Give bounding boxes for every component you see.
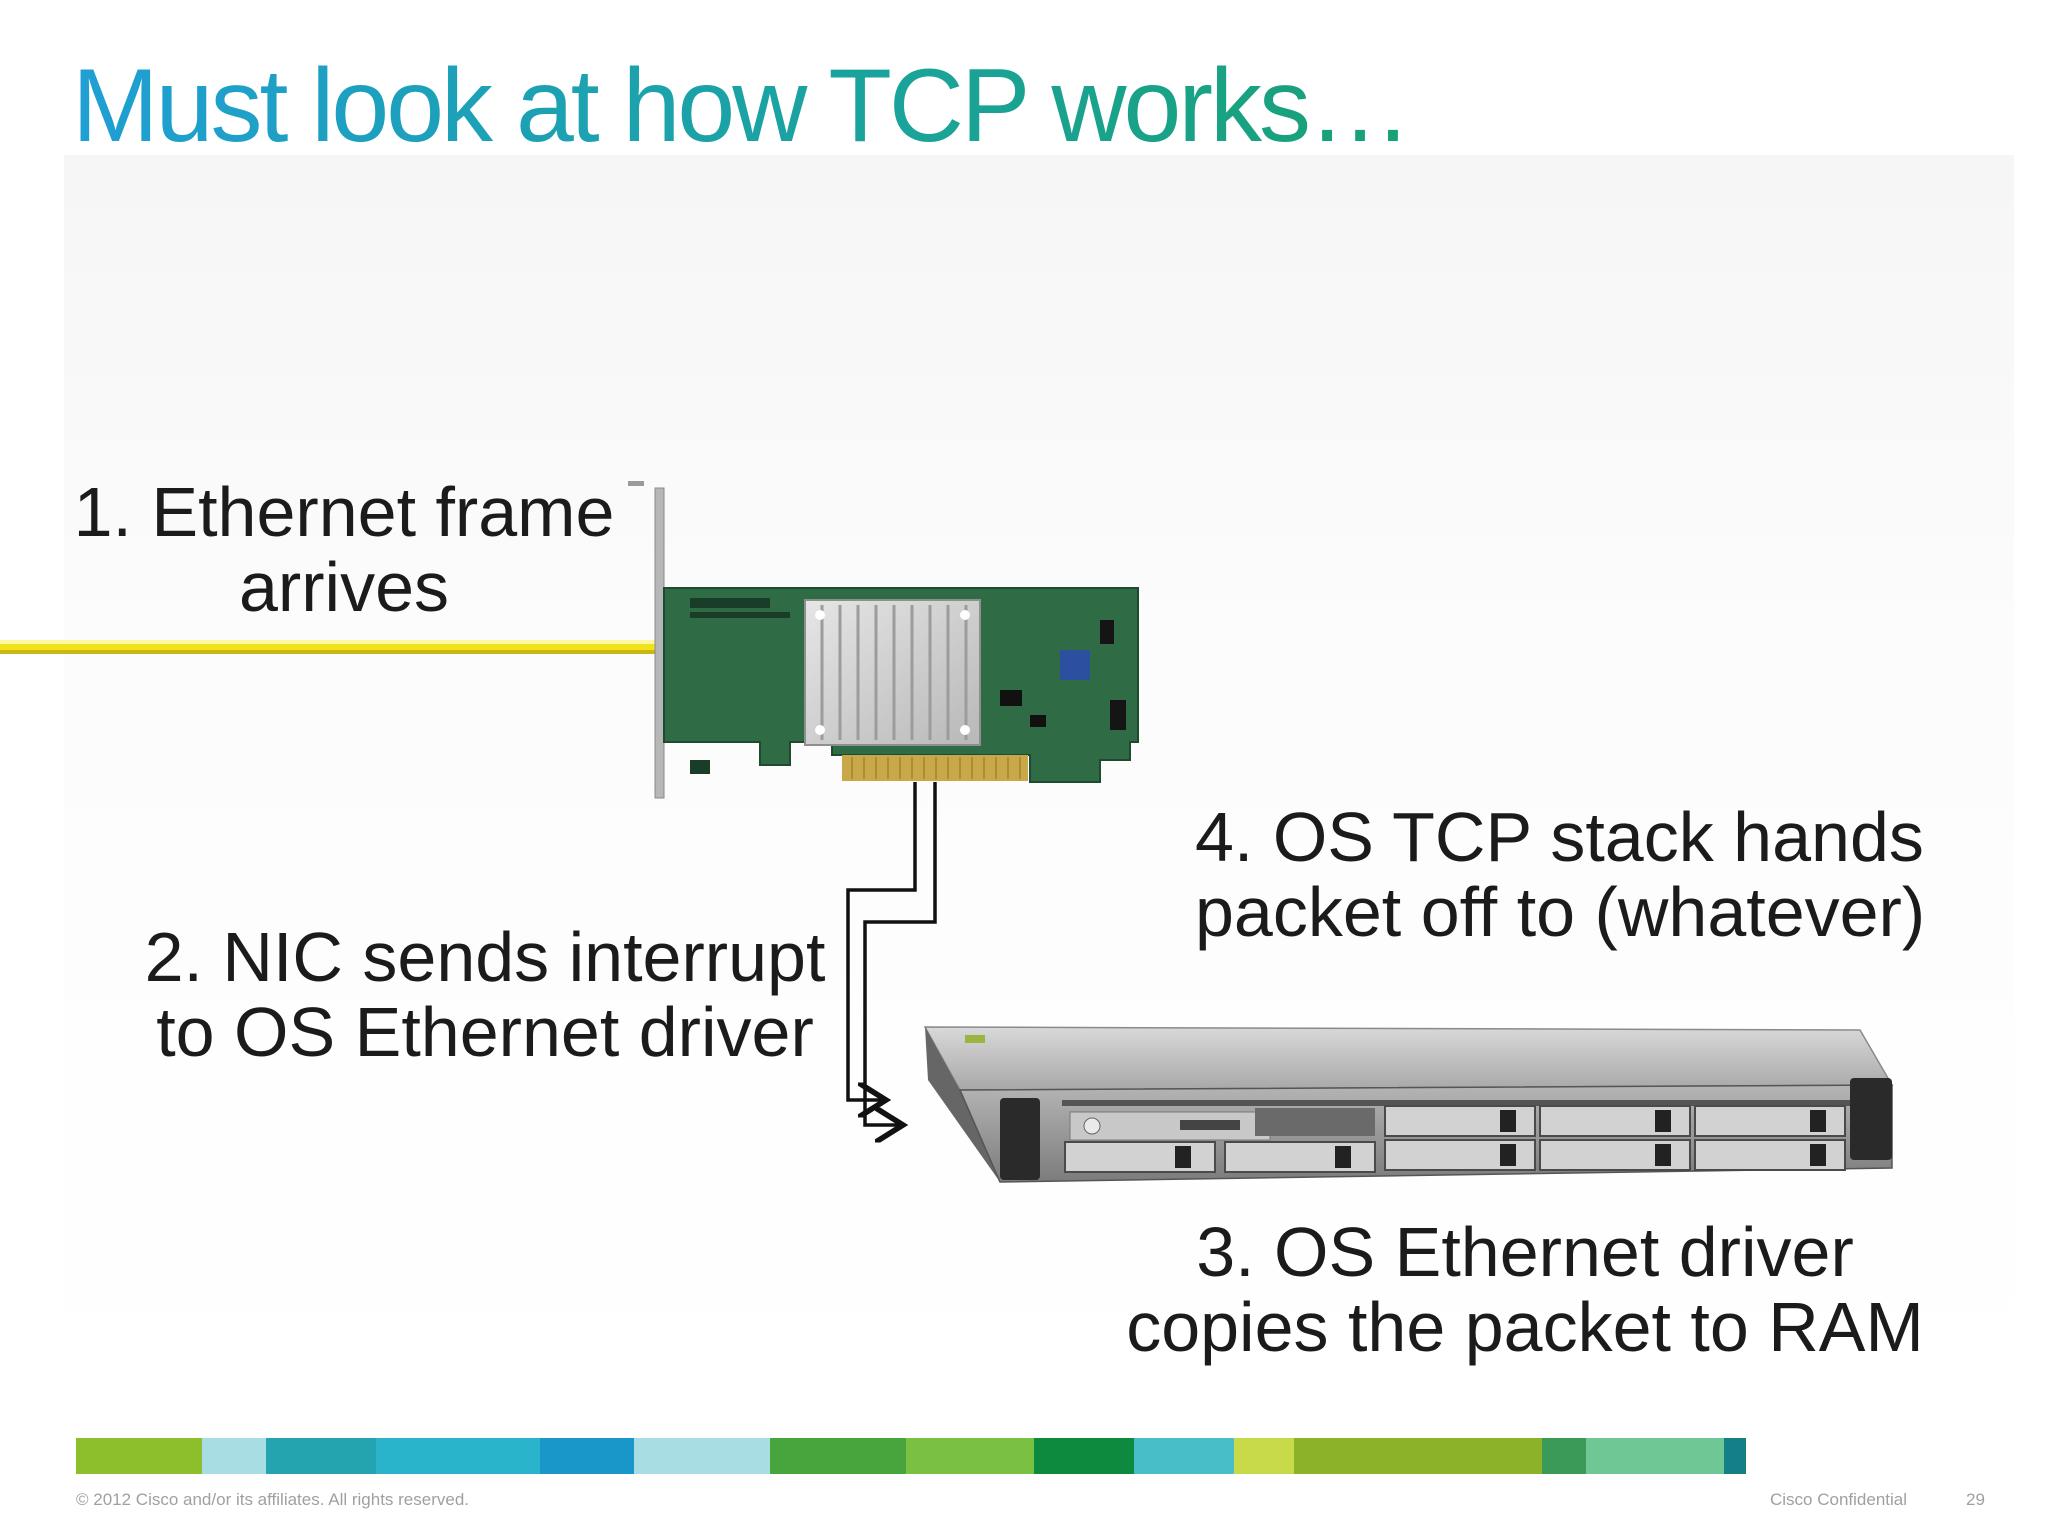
- color-bar-segment: [376, 1438, 540, 1474]
- color-bar-segment: [1134, 1438, 1234, 1474]
- color-bar-segment: [1234, 1438, 1294, 1474]
- step-4-line-1: 4. OS TCP stack hands: [1195, 798, 1924, 876]
- step-3-label: 3. OS Ethernet driver copies the packet …: [1115, 1215, 1935, 1365]
- footer-confidential: Cisco Confidential: [1770, 1490, 1908, 1509]
- step-2-line-2: to OS Ethernet driver: [156, 993, 814, 1071]
- color-bar-segment: [1724, 1438, 1746, 1474]
- step-3-line-2: copies the packet to RAM: [1126, 1288, 1924, 1366]
- footer-copyright: © 2012 Cisco and/or its affiliates. All …: [76, 1490, 470, 1509]
- color-bar-segment: [770, 1438, 906, 1474]
- color-bar-segment: [266, 1438, 376, 1474]
- color-bar-segment: [1294, 1438, 1542, 1474]
- footer-color-bar: [76, 1438, 1986, 1474]
- step-1-line-2: arrives: [238, 548, 450, 626]
- step-1-line-1: 1. Ethernet frame: [73, 473, 615, 551]
- step-3-line-1: 3. OS Ethernet driver: [1196, 1213, 1854, 1291]
- step-4-label: 4. OS TCP stack hands packet off to (wha…: [1195, 798, 1926, 951]
- step-4-line-2: packet off to (whatever): [1195, 873, 1926, 951]
- color-bar-segment: [1542, 1438, 1586, 1474]
- interrupt-signal-lines: [846, 782, 937, 1125]
- color-bar-segment: [1586, 1438, 1724, 1474]
- step-2-line-1: 2. NIC sends interrupt: [144, 918, 826, 996]
- color-bar-segment: [540, 1438, 634, 1474]
- nic-card-image: [628, 481, 1139, 799]
- slide-title: Must look at how TCP works…: [72, 48, 1572, 164]
- color-bar-segment: [906, 1438, 1034, 1474]
- color-bar-segment: [202, 1438, 266, 1474]
- color-bar-segment: [1034, 1438, 1134, 1474]
- step-2-label: 2. NIC sends interrupt to OS Ethernet dr…: [140, 920, 830, 1070]
- server-image: [923, 1026, 1894, 1183]
- step-1-label: 1. Ethernet frame arrives: [64, 475, 624, 625]
- color-bar-segment: [76, 1438, 202, 1474]
- footer-page-number: 29: [1966, 1490, 1985, 1509]
- color-bar-segment: [634, 1438, 770, 1474]
- ethernet-cable: [0, 640, 668, 654]
